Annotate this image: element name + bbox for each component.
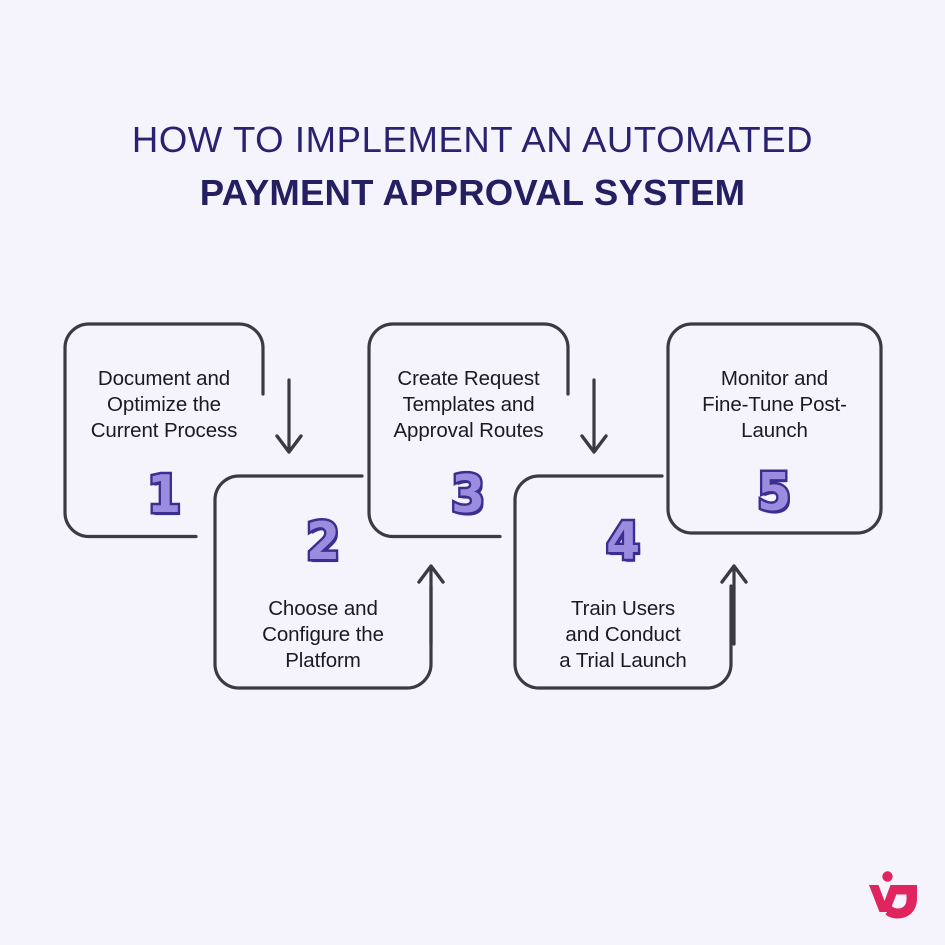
- step-box-3-outline: [367, 322, 570, 539]
- step-3-text-line-1: Create Request: [397, 367, 540, 390]
- step-box-4[interactable]: 4 Train Users and Conduct a Trial Launch: [512, 474, 734, 690]
- connector-1-to-2: [275, 378, 303, 454]
- step-3-text-line-3: Approval Routes: [393, 418, 544, 442]
- step-box-2-outline: [213, 474, 433, 690]
- step-5-text-line-1: Monitor and: [720, 367, 829, 390]
- step-box-5[interactable]: Monitor and Fine-Tune Post- Launch 5: [665, 322, 884, 536]
- step-box-5-content: Monitor and Fine-Tune Post- Launch 5: [665, 322, 884, 536]
- page-title: HOW TO IMPLEMENT AN AUTOMATED PAYMENT AP…: [0, 118, 945, 214]
- step-4-number-wrap: 4: [604, 512, 643, 572]
- step-3-number-wrap: 3: [449, 465, 488, 526]
- step-1-text-line-2: Optimize the: [107, 392, 221, 416]
- step-4-text: Train Users and Conduct a Trial Launch: [559, 596, 686, 673]
- step-5-text-line-2: Fine-Tune Post-: [702, 392, 847, 416]
- step-3-text: Create Request Templates and Approval Ro…: [393, 366, 543, 443]
- step-2-number: 2: [304, 512, 343, 572]
- step-3-number: 3: [449, 465, 488, 526]
- step-4-text-line-2: and Conduct: [565, 622, 681, 646]
- step-box-2-content: 2 Choose and Configure the Platform: [212, 474, 434, 690]
- title-line-2: PAYMENT APPROVAL SYSTEM: [199, 172, 746, 214]
- step-4-number: 4: [604, 512, 643, 572]
- step-2-text-line-1: Choose and: [268, 597, 378, 620]
- step-3-text-line-2: Templates and: [402, 392, 535, 416]
- step-5-text-line-3: Launch: [741, 418, 808, 442]
- step-2-text-line-3: Platform: [285, 648, 361, 672]
- step-box-1-outline: [63, 322, 265, 539]
- step-box-4-outline: [513, 474, 733, 690]
- step-box-4-content: 4 Train Users and Conduct a Trial Launch: [512, 474, 734, 690]
- step-box-1-content: Document and Optimize the Current Proces…: [62, 322, 266, 538]
- vj-brand-logo-icon: [869, 871, 917, 919]
- step-2-text-line-2: Configure the: [262, 622, 384, 646]
- step-5-number: 5: [755, 463, 794, 524]
- step-box-5-outline: [666, 322, 883, 535]
- step-1-text-line-1: Document and: [97, 367, 231, 390]
- step-box-2[interactable]: 2 Choose and Configure the Platform: [212, 474, 434, 690]
- step-5-text: Monitor and Fine-Tune Post- Launch: [702, 366, 847, 443]
- step-4-text-line-3: a Trial Launch: [559, 648, 687, 672]
- connector-3-to-4: [580, 378, 608, 454]
- step-1-text-line-3: Current Process: [90, 418, 238, 442]
- step-box-3[interactable]: Create Request Templates and Approval Ro…: [366, 322, 571, 539]
- step-1-text: Document and Optimize the Current Proces…: [91, 366, 238, 443]
- step-1-number: 1: [145, 465, 184, 526]
- step-2-text: Choose and Configure the Platform: [262, 596, 384, 673]
- step-box-3-content: Create Request Templates and Approval Ro…: [366, 322, 571, 538]
- step-4-text-line-1: Train Users: [570, 597, 676, 620]
- step-5-number-wrap: 5: [755, 463, 794, 524]
- step-box-1[interactable]: Document and Optimize the Current Proces…: [62, 322, 266, 539]
- connector-2-to-3: [417, 564, 445, 646]
- step-2-number-wrap: 2: [304, 512, 343, 572]
- connector-4-to-5: [720, 564, 748, 646]
- step-1-number-wrap: 1: [145, 465, 184, 526]
- title-line-1: HOW TO IMPLEMENT AN AUTOMATED: [131, 119, 814, 160]
